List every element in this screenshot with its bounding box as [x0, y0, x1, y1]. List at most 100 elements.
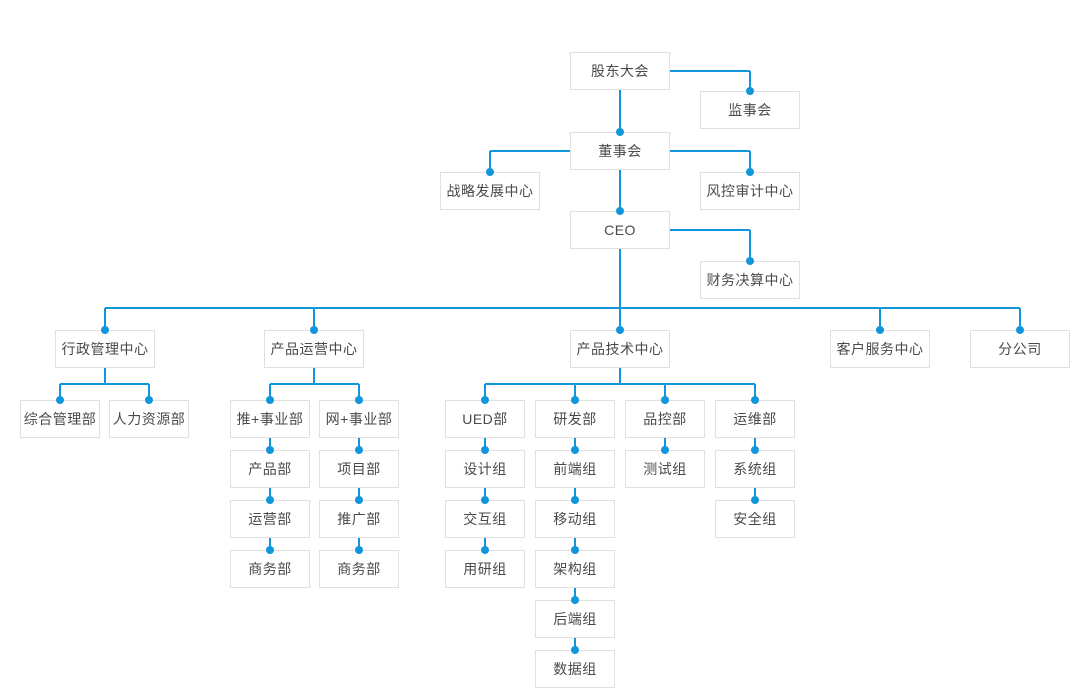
connector-dot	[266, 496, 274, 504]
connector-dot	[751, 446, 759, 454]
org-node-label: 运营部	[248, 511, 292, 527]
org-node[interactable]: 人力资源部	[109, 400, 189, 438]
org-node[interactable]: 财务决算中心	[700, 261, 800, 299]
org-node-label: 产品运营中心	[270, 341, 358, 357]
connector-dot	[571, 496, 579, 504]
org-node[interactable]: 用研组	[445, 550, 525, 588]
org-node-label: 商务部	[337, 561, 381, 577]
org-node-label: 用研组	[463, 561, 507, 577]
org-node[interactable]: 行政管理中心	[55, 330, 155, 368]
org-node-label: 客户服务中心	[836, 341, 924, 357]
connector-dot	[661, 446, 669, 454]
org-node-label: 人力资源部	[112, 411, 186, 427]
org-node[interactable]: 架构组	[535, 550, 615, 588]
connector-dot	[616, 128, 624, 136]
org-node[interactable]: UED部	[445, 400, 525, 438]
connector-dot	[616, 207, 624, 215]
connector-dot	[481, 496, 489, 504]
org-node[interactable]: 推+事业部	[230, 400, 310, 438]
org-node-label: 推广部	[337, 511, 381, 527]
org-node[interactable]: CEO	[570, 211, 670, 249]
org-node[interactable]: 设计组	[445, 450, 525, 488]
connector-dot	[355, 396, 363, 404]
org-node-label: 项目部	[337, 461, 381, 477]
connector-dot	[571, 396, 579, 404]
org-node-label: 品控部	[643, 411, 687, 427]
org-node-label: 设计组	[463, 461, 507, 477]
connector-dot	[481, 546, 489, 554]
connector-dot	[616, 326, 624, 334]
org-node[interactable]: 项目部	[319, 450, 399, 488]
org-node[interactable]: 数据组	[535, 650, 615, 688]
connector-dot	[355, 496, 363, 504]
org-node[interactable]: 客户服务中心	[830, 330, 930, 368]
org-node[interactable]: 分公司	[970, 330, 1070, 368]
connector-dot	[481, 446, 489, 454]
org-node[interactable]: 产品运营中心	[264, 330, 364, 368]
connector-dot	[571, 596, 579, 604]
org-node-label: 前端组	[553, 461, 597, 477]
org-node[interactable]: 监事会	[700, 91, 800, 129]
org-node[interactable]: 运营部	[230, 500, 310, 538]
connector-dot	[751, 396, 759, 404]
org-node-label: UED部	[462, 411, 508, 427]
org-node-label: 商务部	[248, 561, 292, 577]
org-node-label: 产品技术中心	[576, 341, 664, 357]
org-node[interactable]: 前端组	[535, 450, 615, 488]
org-node[interactable]: 安全组	[715, 500, 795, 538]
org-node[interactable]: 股东大会	[570, 52, 670, 90]
org-node-label: 财务决算中心	[706, 272, 794, 288]
org-node-label: 后端组	[553, 611, 597, 627]
org-node-label: 行政管理中心	[61, 341, 149, 357]
connector-dot	[266, 396, 274, 404]
org-node-label: 分公司	[998, 341, 1042, 357]
org-node[interactable]: 产品技术中心	[570, 330, 670, 368]
connector-dot	[1016, 326, 1024, 334]
org-node[interactable]: 商务部	[319, 550, 399, 588]
org-node[interactable]: 运维部	[715, 400, 795, 438]
connector-dot	[661, 396, 669, 404]
connector-dot	[746, 168, 754, 176]
org-node[interactable]: 移动组	[535, 500, 615, 538]
org-node-label: 测试组	[643, 461, 687, 477]
org-node-label: 数据组	[553, 661, 597, 677]
org-node-label: 风控审计中心	[706, 183, 794, 199]
connector-dot	[746, 257, 754, 265]
org-node[interactable]: 产品部	[230, 450, 310, 488]
org-node[interactable]: 研发部	[535, 400, 615, 438]
connector-dot	[355, 546, 363, 554]
org-node[interactable]: 交互组	[445, 500, 525, 538]
connector-dot	[145, 396, 153, 404]
connector-dot	[876, 326, 884, 334]
org-node[interactable]: 战略发展中心	[440, 172, 540, 210]
org-node[interactable]: 推广部	[319, 500, 399, 538]
org-node-label: 系统组	[733, 461, 777, 477]
org-node[interactable]: 董事会	[570, 132, 670, 170]
org-node[interactable]: 后端组	[535, 600, 615, 638]
connector-dot	[266, 446, 274, 454]
org-node-label: 董事会	[598, 143, 642, 159]
connector-dot	[310, 326, 318, 334]
org-node-label: 监事会	[728, 102, 772, 118]
org-node[interactable]: 品控部	[625, 400, 705, 438]
org-node-label: 网+事业部	[325, 411, 393, 427]
org-node[interactable]: 网+事业部	[319, 400, 399, 438]
org-node-label: 推+事业部	[236, 411, 304, 427]
connector-dot	[746, 87, 754, 95]
org-node-label: 股东大会	[591, 63, 649, 79]
org-node[interactable]: 综合管理部	[20, 400, 100, 438]
org-node-label: 安全组	[733, 511, 777, 527]
org-node-label: 交互组	[463, 511, 507, 527]
org-node-label: 综合管理部	[23, 411, 97, 427]
connector-dot	[571, 446, 579, 454]
org-node[interactable]: 测试组	[625, 450, 705, 488]
connector-dot	[571, 546, 579, 554]
org-node[interactable]: 商务部	[230, 550, 310, 588]
org-node[interactable]: 风控审计中心	[700, 172, 800, 210]
connector-dot	[486, 168, 494, 176]
connector-dot	[101, 326, 109, 334]
org-node-label: 研发部	[553, 411, 597, 427]
org-node-label: CEO	[604, 222, 636, 238]
org-node[interactable]: 系统组	[715, 450, 795, 488]
